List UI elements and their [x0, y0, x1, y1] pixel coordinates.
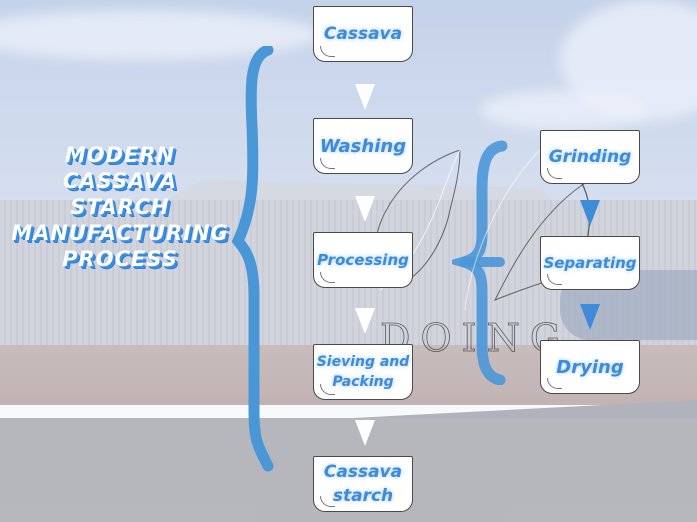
arrow-down-icon: [355, 84, 375, 110]
diagram-title: Modern cassava starch manufacturing proc…: [0, 142, 240, 272]
step-label: Cassava: [323, 24, 403, 44]
step-label: Washing: [319, 135, 407, 157]
arrow-down-icon: [355, 420, 375, 446]
arrow-down-icon: [355, 196, 375, 222]
title-line: Modern: [64, 143, 176, 167]
step-sieving-packing: Sieving and Packing: [313, 344, 413, 400]
title-line: process: [62, 247, 178, 271]
arrow-down-blue-icon: [580, 200, 600, 226]
step-label: Sieving and: [316, 354, 410, 370]
step-label: Separating: [543, 254, 637, 272]
step-label: Processing: [317, 251, 409, 269]
step-cassava-starch: Cassava starch: [313, 456, 413, 512]
step-label: Drying: [556, 356, 624, 378]
arrow-down-icon: [355, 308, 375, 334]
large-curly-brace: [231, 46, 274, 472]
step-label: starch: [332, 486, 394, 506]
step-label: Cassava: [323, 462, 403, 482]
step-cassava: Cassava: [313, 6, 413, 62]
step-label: Packing: [332, 374, 394, 390]
step-label: Grinding: [548, 147, 632, 167]
substep-drying: Drying: [540, 340, 640, 394]
cloud: [480, 90, 650, 130]
step-washing: Washing: [313, 118, 413, 174]
title-line: starch: [70, 195, 170, 219]
substep-grinding: Grinding: [540, 130, 640, 184]
title-line: manufacturing: [11, 221, 229, 245]
step-processing: Processing: [313, 232, 413, 288]
sub-curly-brace: [452, 140, 508, 385]
substep-separating: Separating: [540, 236, 640, 290]
arrow-down-blue-icon: [580, 304, 600, 330]
title-line: cassava: [62, 169, 178, 193]
